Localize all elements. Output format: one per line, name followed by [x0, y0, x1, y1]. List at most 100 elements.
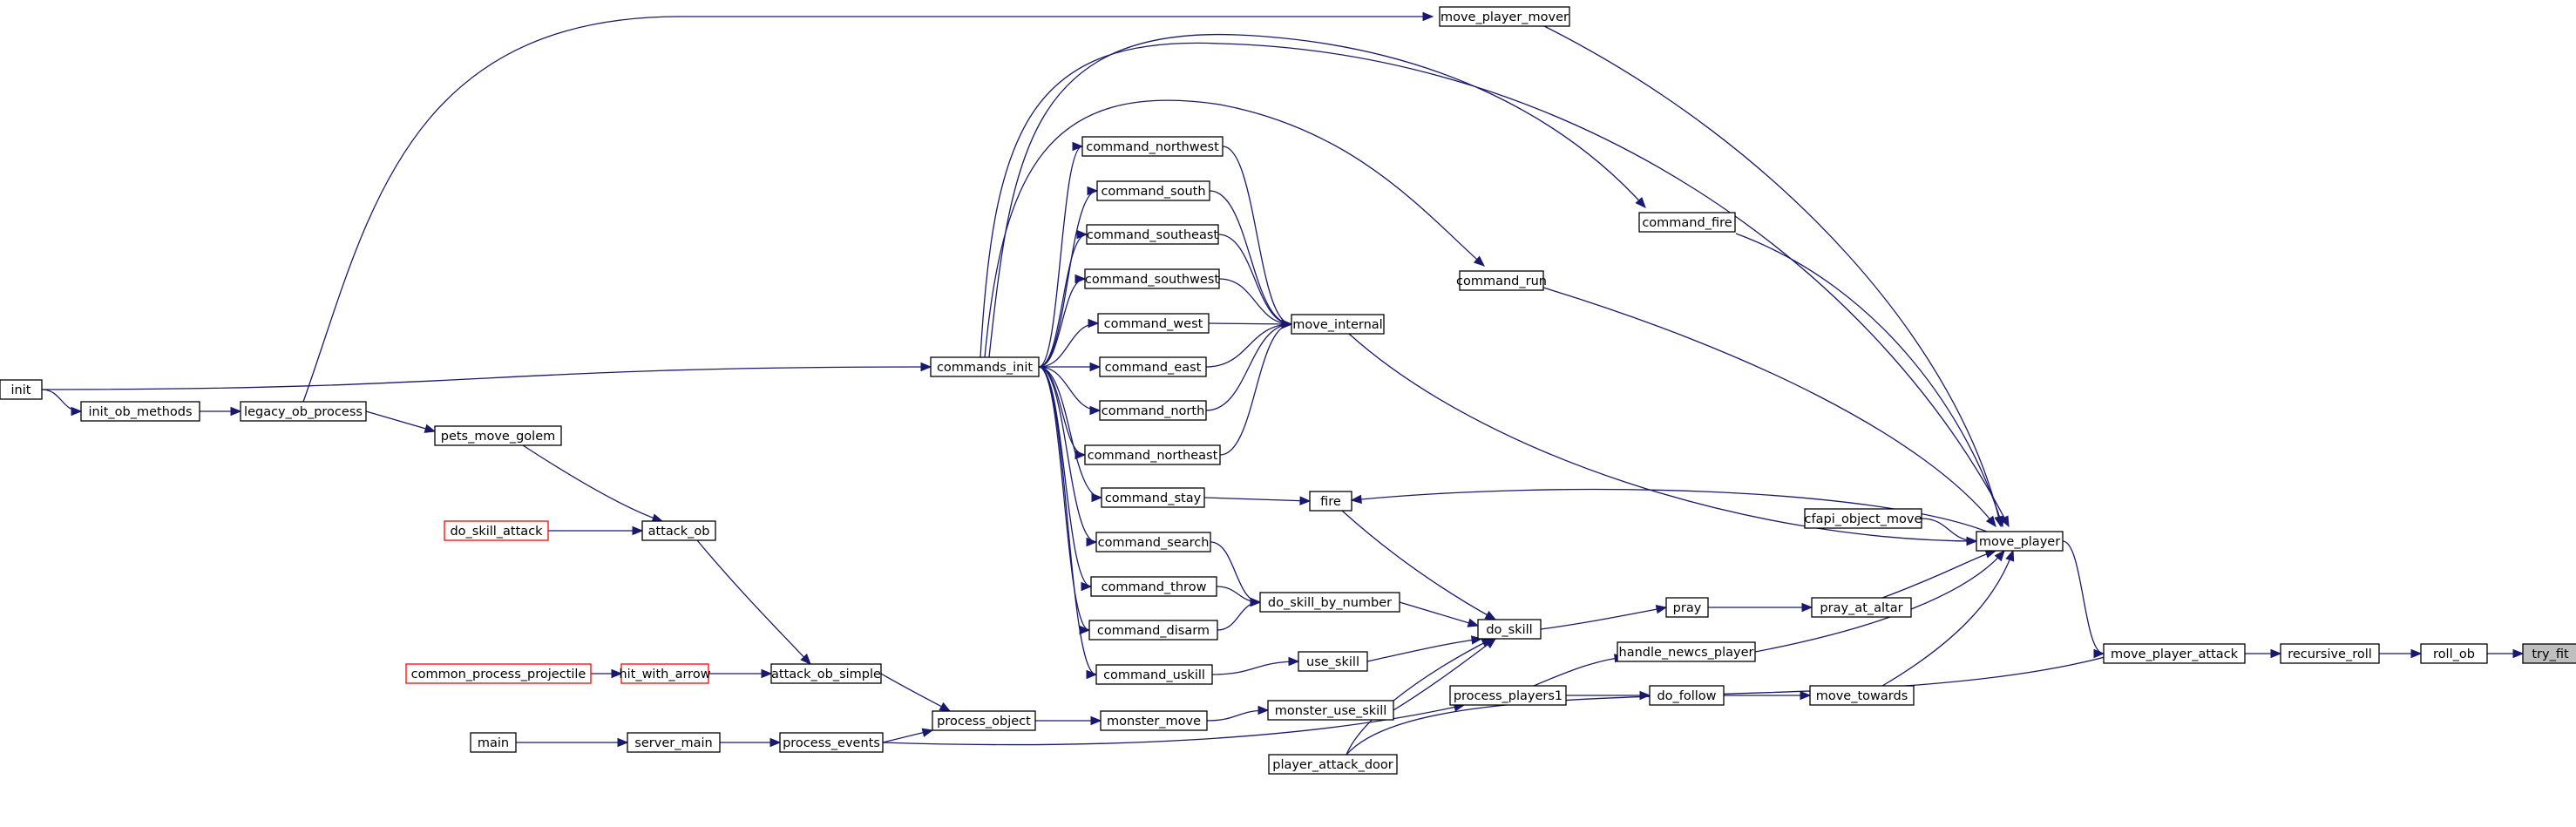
node-recursive-roll[interactable]: recursive_roll [2280, 643, 2380, 664]
node-attack-ob-simple[interactable]: attack_ob_simple [770, 663, 882, 684]
node-command-uskill[interactable]: command_uskill [1095, 664, 1213, 685]
node-box[interactable] [2280, 643, 2380, 664]
node-monster-use-skill[interactable]: monster_use_skill [1267, 700, 1394, 721]
node-fire[interactable]: fire [1309, 491, 1352, 512]
node-do-follow[interactable]: do_follow [1649, 685, 1725, 706]
node-pray-at-altar[interactable]: pray_at_altar [1811, 597, 1912, 618]
node-command-southeast[interactable]: command_southeast [1086, 224, 1219, 245]
node-box[interactable] [620, 663, 709, 684]
node-box[interactable] [1097, 313, 1210, 334]
node-command-southwest[interactable]: command_southwest [1084, 268, 1220, 289]
node-main[interactable]: main [470, 732, 517, 753]
node-command-search[interactable]: command_search [1095, 532, 1211, 552]
node-box[interactable] [1459, 270, 1544, 291]
node-box[interactable] [444, 520, 549, 541]
node-move-player-mover[interactable]: move_player_mover [1439, 6, 1570, 27]
node-box[interactable] [1086, 224, 1219, 245]
node-box[interactable] [2420, 643, 2488, 664]
node-server-main[interactable]: server_main [627, 732, 721, 753]
node-box[interactable] [1665, 597, 1709, 618]
node-box[interactable] [1096, 180, 1210, 201]
node-box[interactable] [434, 425, 562, 446]
node-attack-ob[interactable]: attack_ob [641, 520, 716, 541]
node-cfapi-object-move[interactable]: cfapi_object_move [1804, 508, 1922, 529]
node-box[interactable] [1477, 619, 1542, 640]
node-command-run[interactable]: command_run [1456, 270, 1547, 291]
node-box[interactable] [1267, 700, 1394, 721]
node-commands-init[interactable]: commands_init [930, 356, 1040, 377]
node-box[interactable] [1617, 641, 1756, 662]
node-hit-with-arrow[interactable]: hit_with_arrow [619, 663, 711, 684]
node-box[interactable] [627, 732, 721, 753]
node-box[interactable] [240, 401, 367, 422]
node-init[interactable]: init [0, 379, 43, 400]
node-box[interactable] [1811, 597, 1912, 618]
node-roll-ob[interactable]: roll_ob [2420, 643, 2488, 664]
node-command-stay[interactable]: command_stay [1101, 487, 1205, 508]
node-do-skill[interactable]: do_skill [1477, 619, 1542, 640]
node-command-south[interactable]: command_south [1096, 180, 1210, 201]
node-command-west[interactable]: command_west [1097, 313, 1210, 334]
node-box[interactable] [1298, 651, 1368, 672]
node-monster-move[interactable]: monster_move [1100, 710, 1208, 731]
node-box[interactable] [0, 379, 43, 400]
node-box[interactable] [1259, 592, 1400, 613]
node-box[interactable] [1809, 685, 1915, 706]
node-box[interactable] [1088, 620, 1218, 641]
node-handle-newcs-player[interactable]: handle_newcs_player [1617, 641, 1756, 662]
node-pray[interactable]: pray [1665, 597, 1709, 618]
node-player-attack-door[interactable]: player_attack_door [1268, 754, 1398, 775]
node-box[interactable] [1976, 531, 2064, 552]
node-box[interactable] [2103, 643, 2246, 664]
node-use-skill[interactable]: use_skill [1298, 651, 1368, 672]
node-box[interactable] [1649, 685, 1725, 706]
node-box[interactable] [1095, 532, 1211, 552]
node-box[interactable] [405, 663, 592, 684]
node-box[interactable] [641, 520, 716, 541]
node-command-north[interactable]: command_north [1099, 400, 1207, 421]
node-box[interactable] [1099, 356, 1207, 377]
node-move-towards[interactable]: move_towards [1809, 685, 1915, 706]
node-legacy-ob-process[interactable]: legacy_ob_process [240, 401, 367, 422]
node-command-fire[interactable]: command_fire [1638, 212, 1736, 233]
node-command-northwest[interactable]: command_northwest [1081, 136, 1224, 157]
node-box[interactable] [1638, 212, 1736, 233]
node-box[interactable] [1101, 487, 1205, 508]
node-try-fit[interactable]: try_fit [2522, 643, 2576, 664]
node-init-ob-methods[interactable]: init_ob_methods [80, 401, 200, 422]
node-box[interactable] [80, 401, 200, 422]
node-box[interactable] [1268, 754, 1398, 775]
node-box[interactable] [1081, 136, 1224, 157]
node-command-throw[interactable]: command_throw [1090, 576, 1217, 597]
node-box[interactable] [470, 732, 517, 753]
node-box[interactable] [1095, 664, 1213, 685]
node-box[interactable] [930, 356, 1040, 377]
node-box[interactable] [2522, 643, 2576, 664]
node-process-events[interactable]: process_events [779, 732, 884, 753]
node-process-object[interactable]: process_object [932, 710, 1036, 731]
node-box[interactable] [932, 710, 1036, 731]
node-move-player-attack[interactable]: move_player_attack [2103, 643, 2246, 664]
node-box[interactable] [1084, 268, 1220, 289]
node-box[interactable] [1099, 400, 1207, 421]
node-box[interactable] [1291, 314, 1385, 335]
node-box[interactable] [1090, 576, 1217, 597]
node-command-northeast[interactable]: command_northeast [1084, 444, 1221, 465]
node-do-skill-attack[interactable]: do_skill_attack [444, 520, 549, 541]
node-pets-move-golem[interactable]: pets_move_golem [434, 425, 562, 446]
node-common-process-projectile[interactable]: common_process_projectile [405, 663, 592, 684]
node-do-skill-by-number[interactable]: do_skill_by_number [1259, 592, 1400, 613]
node-box[interactable] [1309, 491, 1352, 512]
node-box[interactable] [770, 663, 882, 684]
node-move-internal[interactable]: move_internal [1291, 314, 1385, 335]
node-command-disarm[interactable]: command_disarm [1088, 620, 1218, 641]
node-move-player[interactable]: move_player [1976, 531, 2064, 552]
node-box[interactable] [1439, 6, 1570, 27]
node-box[interactable] [1084, 444, 1221, 465]
node-box[interactable] [779, 732, 884, 753]
node-process-players1[interactable]: process_players1 [1449, 685, 1567, 706]
node-box[interactable] [1804, 508, 1922, 529]
node-command-east[interactable]: command_east [1099, 356, 1207, 377]
node-box[interactable] [1100, 710, 1208, 731]
node-box[interactable] [1449, 685, 1567, 706]
